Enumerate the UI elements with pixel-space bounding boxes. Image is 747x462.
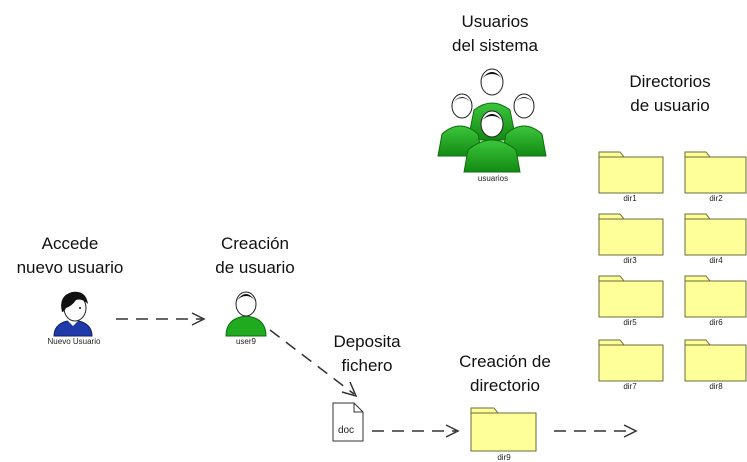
- folder-icon: [684, 148, 747, 199]
- folder-icon: [598, 148, 664, 199]
- system-users-label: Usuarios del sistema: [452, 12, 538, 55]
- directory-caption: dir3: [623, 256, 637, 265]
- arrow-new-to-create: [116, 312, 206, 331]
- new-user-caption: Nuevo Usuario: [47, 337, 101, 346]
- directory-caption: dir6: [709, 318, 723, 327]
- directory-caption: dir1: [623, 194, 637, 203]
- directory-caption: dir8: [709, 382, 723, 391]
- folder-icon: [598, 336, 664, 387]
- deposit-file-label: Deposita fichero: [333, 332, 401, 375]
- directory-caption: dir7: [623, 382, 637, 391]
- users-group-icon: [437, 62, 548, 173]
- users-caption: usuarios: [477, 174, 509, 183]
- user9-caption: user9: [235, 337, 256, 346]
- user-creation-label: Creación de usuario: [215, 234, 295, 277]
- directory-caption: dir2: [709, 194, 723, 203]
- doc-caption: doc: [337, 425, 355, 436]
- directory-caption: dir4: [709, 256, 723, 265]
- new-user-access-label: Accede nuevo usuario: [16, 234, 124, 277]
- arrow-dir-to-directories: [554, 424, 644, 443]
- folder-icon: [470, 404, 538, 452]
- arrow-doc-to-dir: [372, 424, 462, 443]
- document-icon: [332, 402, 364, 442]
- folder-icon: [598, 210, 664, 261]
- arrow-create-to-doc: [269, 329, 360, 405]
- folder-icon: [598, 272, 664, 323]
- user-directories-label: Directorios de usuario: [629, 72, 711, 115]
- user-icon: [224, 290, 268, 337]
- dir9-caption: dir9: [497, 453, 511, 462]
- folder-icon: [684, 272, 747, 323]
- dir-creation-label: Creación de directorio: [459, 352, 551, 395]
- new-user-icon: [50, 290, 96, 337]
- folder-icon: [684, 336, 747, 387]
- directory-caption: dir5: [623, 318, 637, 327]
- folder-icon: [684, 210, 747, 261]
